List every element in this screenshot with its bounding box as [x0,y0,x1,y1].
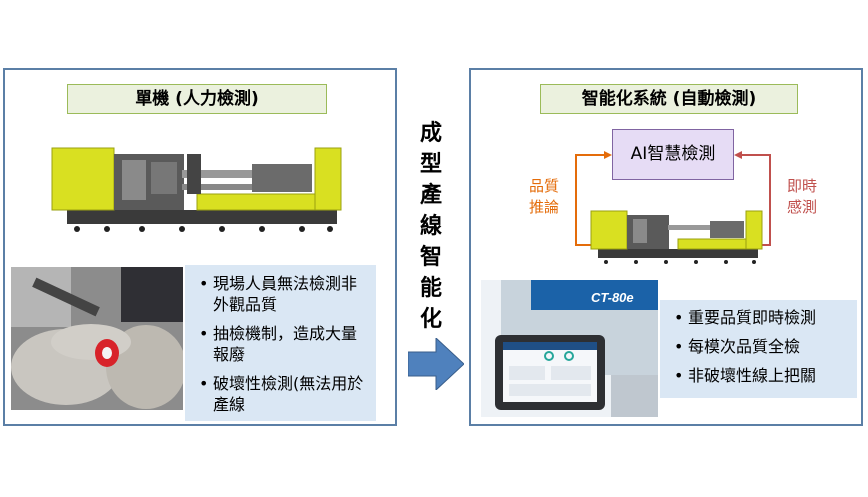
left-bullet-box: 現場人員無法檢測非外觀品質 抽檢機制，造成大量報廢 破壞性檢測(無法用於產線 [185,265,376,421]
right-title: 智能化系統 (自動檢測) [540,84,798,114]
quality-inference-line: 推論 [528,198,559,216]
left-title: 單機 (人力檢測) [67,84,327,114]
quality-inference-label: 品質 推論 [524,176,564,218]
manual-inspection-photo [11,267,183,410]
left-bullet-item: 抽檢機制，造成大量報廢 [199,323,366,365]
right-bullet-box: 重要品質即時檢測 每模次品質全檢 非破壞性線上把關 [660,300,857,398]
right-bullet-item: 每模次品質全檢 [674,336,847,357]
left-bullet-item: 破壞性檢測(無法用於產線 [199,373,366,415]
right-arrow-icon [408,338,464,390]
injection-machine-small [590,210,763,264]
realtime-sensing-line: 感測 [786,198,817,216]
realtime-sensing-label: 即時 感測 [782,176,822,218]
transition-char: 成 [419,121,442,146]
ai-inspection-box: AI智慧檢測 [612,129,734,180]
smart-device-photo: CT-80e [481,280,658,417]
transition-label: 成 型 產 線 智 能 化 [413,118,449,335]
left-bullet-item: 現場人員無法檢測非外觀品質 [199,273,366,315]
transition-char: 型 [419,152,442,177]
right-bullet-item: 重要品質即時檢測 [674,307,847,328]
realtime-sensing-line: 即時 [786,177,817,195]
injection-machine-large [51,147,342,232]
device-brand-text: CT-80e [591,290,634,305]
transition-char: 產 [419,183,442,208]
transition-char: 智 [419,245,442,270]
transition-char: 化 [419,307,442,332]
quality-inference-line: 品質 [528,177,559,195]
transition-char: 能 [419,276,442,301]
right-bullet-item: 非破壞性線上把關 [674,365,847,386]
transition-char: 線 [419,214,442,239]
